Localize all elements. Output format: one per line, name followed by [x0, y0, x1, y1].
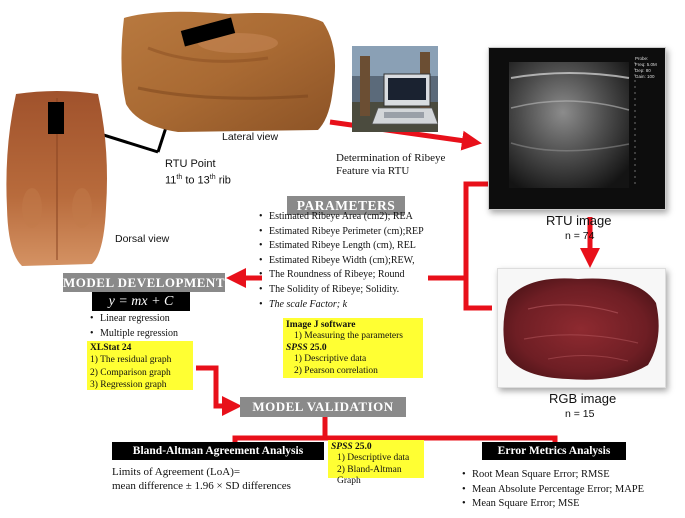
parameter-item: The scale Factor; k — [259, 298, 469, 313]
image-j-software-box: Image J software 1) Measuring the parame… — [283, 318, 423, 378]
parameter-item: The Solidity of Ribeye; Solidity. — [259, 283, 469, 298]
error-metric-item: Mean Absolute Percentage Error; MAPE — [462, 483, 684, 498]
lateral-view-photo — [121, 11, 336, 132]
rib-end: rib — [215, 174, 231, 187]
spss-name: SPSS — [286, 342, 308, 353]
spss-title: SPSS 25.0 — [286, 343, 420, 355]
xlstat-box: XLStat 24 1) The residual graph 2) Compa… — [87, 341, 193, 390]
determination-line2: Feature via RTU — [336, 165, 410, 177]
dorsal-view-photo — [6, 91, 107, 266]
determination-text: Determination of Ribeye Feature via RTU — [336, 152, 445, 178]
regression-equation: y = mx + C — [92, 292, 190, 311]
model-method-item: Multiple regression — [90, 327, 230, 342]
bland-altman-formula: Limits of Agreement (LoA)= mean differen… — [112, 466, 291, 493]
parameter-item: Estimated Ribeye Length (cm), REL — [259, 239, 469, 254]
rtu-point-line1: RTU Point — [165, 158, 216, 170]
spss-validation-version: 25.0 — [352, 442, 372, 452]
rtu-marker-lateral — [180, 17, 236, 47]
rgb-image-label: RGB image — [549, 391, 617, 406]
spss-validation-name: SPSS — [331, 442, 353, 452]
parameters-list: Estimated Ribeye Area (cm2); REA Estimat… — [259, 210, 469, 312]
loa-line1: Limits of Agreement (LoA)= — [112, 466, 241, 478]
bland-altman-title: Bland-Altman Agreement Analysis — [112, 442, 324, 460]
error-metric-item: Mean Square Error; MSE — [462, 497, 684, 512]
xlstat-item: 1) The residual graph — [90, 355, 172, 365]
rtu-overlay-freq: Freq: 5.0M — [635, 62, 657, 67]
loa-line2: mean difference ± 1.96 × SD differences — [112, 479, 291, 492]
rtu-image-label: RTU image — [546, 213, 612, 228]
model-validation-title: MODEL VALIDATION — [240, 397, 406, 417]
spss-validation-box: SPSS 25.0 1) Descriptive data 2) Bland-A… — [328, 440, 424, 486]
rib-mid: to 13 — [182, 174, 210, 187]
model-development-title: MODEL DEVELOPMENT — [63, 273, 225, 292]
rtu-overlay-depth: Dep: 80 — [635, 68, 651, 73]
parameter-item: Estimated Ribeye Perimeter (cm);REP — [259, 225, 469, 240]
spss-validation-title: SPSS 25.0 — [331, 441, 421, 453]
rgb-image-n: n = 15 — [565, 408, 595, 420]
rtu-ultrasound-scan — [489, 48, 665, 209]
determination-line1: Determination of Ribeye — [336, 152, 446, 164]
rtu-image-n: n = 74 — [565, 230, 595, 242]
error-metrics-list: Root Mean Square Error; RMSE Mean Absolu… — [462, 468, 684, 512]
rib-end-sup: th — [209, 174, 216, 181]
image-j-title: Image J software — [286, 320, 356, 330]
error-metrics-title: Error Metrics Analysis — [482, 442, 626, 460]
spss-validation-item: 1) Descriptive data — [337, 453, 410, 463]
rtu-overlay-gain: Gain: 100 — [635, 74, 655, 79]
spss-version: 25.0 — [307, 342, 327, 353]
rib-start-sup: th — [176, 174, 183, 181]
rgb-ribeye-photo — [503, 278, 659, 380]
rgb-image-frame — [497, 268, 666, 388]
dorsal-view-label: Dorsal view — [115, 233, 170, 245]
image-j-item: 1) Measuring the parameters — [294, 331, 403, 341]
rtu-point-label: RTU Point 11th to 13th rib — [165, 158, 231, 188]
xlstat-item: 2) Comparison graph — [90, 367, 171, 378]
parameter-item: Estimated Ribeye Area (cm2); REA — [259, 210, 469, 225]
parameter-item: Estimated Ribeye Width (cm);REW, — [259, 254, 469, 269]
error-metric-item: Root Mean Square Error; RMSE — [462, 468, 684, 483]
arrow-xlstat-to-validation — [196, 365, 242, 416]
rtu-point-line2: 11th to 13th rib — [165, 171, 231, 188]
xlstat-item: 3) Regression graph — [90, 380, 167, 391]
xlstat-items: 1) The residual graph 2) Comparison grap… — [90, 354, 190, 392]
rtu-marker-dorsal — [48, 102, 64, 134]
model-method-item: Linear regression — [90, 312, 230, 327]
lateral-view-label: Lateral view — [222, 131, 279, 143]
spss-item: 1) Descriptive data — [294, 354, 367, 364]
rtu-image-frame: Probe: Freq: 5.0M Dep: 80 Gain: 100 — [488, 47, 666, 210]
parameter-item: The Roundness of Ribeye; Round — [259, 268, 469, 283]
spss-item: 2) Pearson correlation — [294, 365, 378, 376]
spss-validation-item: 2) Bland-Altman Graph — [337, 464, 402, 487]
xlstat-title: XLStat 24 — [90, 343, 132, 353]
model-development-list: Linear regression Multiple regression — [90, 312, 230, 341]
ultrasound-machine-photo — [352, 46, 438, 132]
rtu-overlay-text: Probe: Freq: 5.0M Dep: 80 Gain: 100 — [635, 56, 657, 80]
rib-start: 11 — [165, 174, 177, 187]
rtu-overlay-probe: Probe: — [635, 56, 649, 61]
